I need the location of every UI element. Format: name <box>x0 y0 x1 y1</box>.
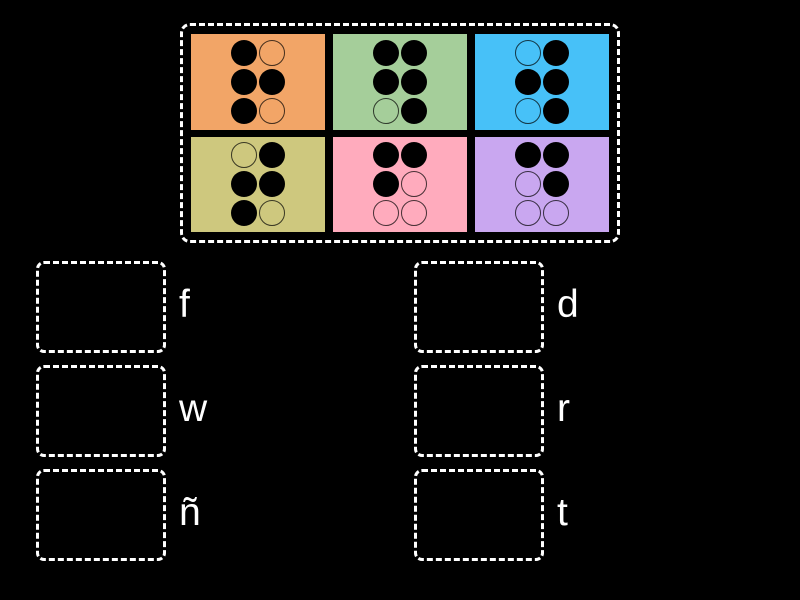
braille-cell <box>231 142 285 227</box>
braille-dot-filled <box>515 68 541 95</box>
braille-dot-empty <box>515 39 541 66</box>
braille-cell <box>515 39 569 124</box>
braille-cell <box>515 142 569 227</box>
target-label-r: r <box>557 386 570 430</box>
braille-dot-filled <box>259 171 285 198</box>
target-row: ñ <box>36 469 207 561</box>
braille-dot-filled <box>543 97 569 124</box>
braille-dot-filled <box>515 142 541 169</box>
targets-right-column: d r t <box>414 261 579 561</box>
braille-dot-filled <box>373 39 399 66</box>
braille-dot-filled <box>259 68 285 95</box>
braille-dot-empty <box>373 200 399 227</box>
braille-dot-empty <box>231 142 257 169</box>
targets-left-column: f w ñ <box>36 261 207 561</box>
braille-cell <box>373 142 427 227</box>
braille-dot-filled <box>373 171 399 198</box>
braille-dot-empty <box>515 97 541 124</box>
braille-cell <box>231 39 285 124</box>
target-row: f <box>36 261 207 353</box>
braille-dot-empty <box>543 200 569 227</box>
braille-dot-filled <box>231 97 257 124</box>
target-row: w <box>36 365 207 457</box>
drop-zone-t[interactable] <box>414 469 544 561</box>
drop-zone-ñ[interactable] <box>36 469 166 561</box>
braille-dot-empty <box>259 97 285 124</box>
braille-dot-empty <box>401 200 427 227</box>
target-label-f: f <box>179 282 190 326</box>
braille-dot-filled <box>401 97 427 124</box>
braille-card-n-tilde[interactable] <box>333 34 467 130</box>
braille-dot-filled <box>373 68 399 95</box>
braille-dot-filled <box>231 39 257 66</box>
drop-zone-w[interactable] <box>36 365 166 457</box>
braille-card-d[interactable] <box>475 136 609 232</box>
braille-dot-filled <box>401 39 427 66</box>
drop-zone-f[interactable] <box>36 261 166 353</box>
target-label-t: t <box>557 490 568 534</box>
braille-dot-filled <box>259 142 285 169</box>
braille-card-w[interactable] <box>475 34 609 130</box>
target-label-d: d <box>557 282 579 326</box>
braille-dot-filled <box>231 171 257 198</box>
braille-dot-filled <box>543 171 569 198</box>
source-cards-container <box>180 23 620 243</box>
target-label-w: w <box>179 386 208 430</box>
braille-dot-empty <box>373 97 399 124</box>
braille-dot-filled <box>401 68 427 95</box>
braille-dot-filled <box>373 142 399 169</box>
drop-zone-d[interactable] <box>414 261 544 353</box>
target-row: t <box>414 469 579 561</box>
braille-dot-empty <box>401 171 427 198</box>
braille-card-r[interactable] <box>191 34 325 130</box>
braille-dot-filled <box>543 68 569 95</box>
braille-dot-empty <box>515 200 541 227</box>
braille-dot-filled <box>231 200 257 227</box>
braille-card-t[interactable] <box>191 136 325 232</box>
drop-zone-r[interactable] <box>414 365 544 457</box>
braille-dot-filled <box>543 142 569 169</box>
braille-dot-filled <box>543 39 569 66</box>
braille-dot-filled <box>231 68 257 95</box>
target-row: r <box>414 365 579 457</box>
braille-dot-empty <box>259 200 285 227</box>
braille-card-f[interactable] <box>333 136 467 232</box>
braille-dot-empty <box>259 39 285 66</box>
braille-dot-empty <box>515 171 541 198</box>
braille-dot-filled <box>401 142 427 169</box>
target-label-ñ: ñ <box>179 490 201 534</box>
braille-cell <box>373 39 427 124</box>
target-row: d <box>414 261 579 353</box>
